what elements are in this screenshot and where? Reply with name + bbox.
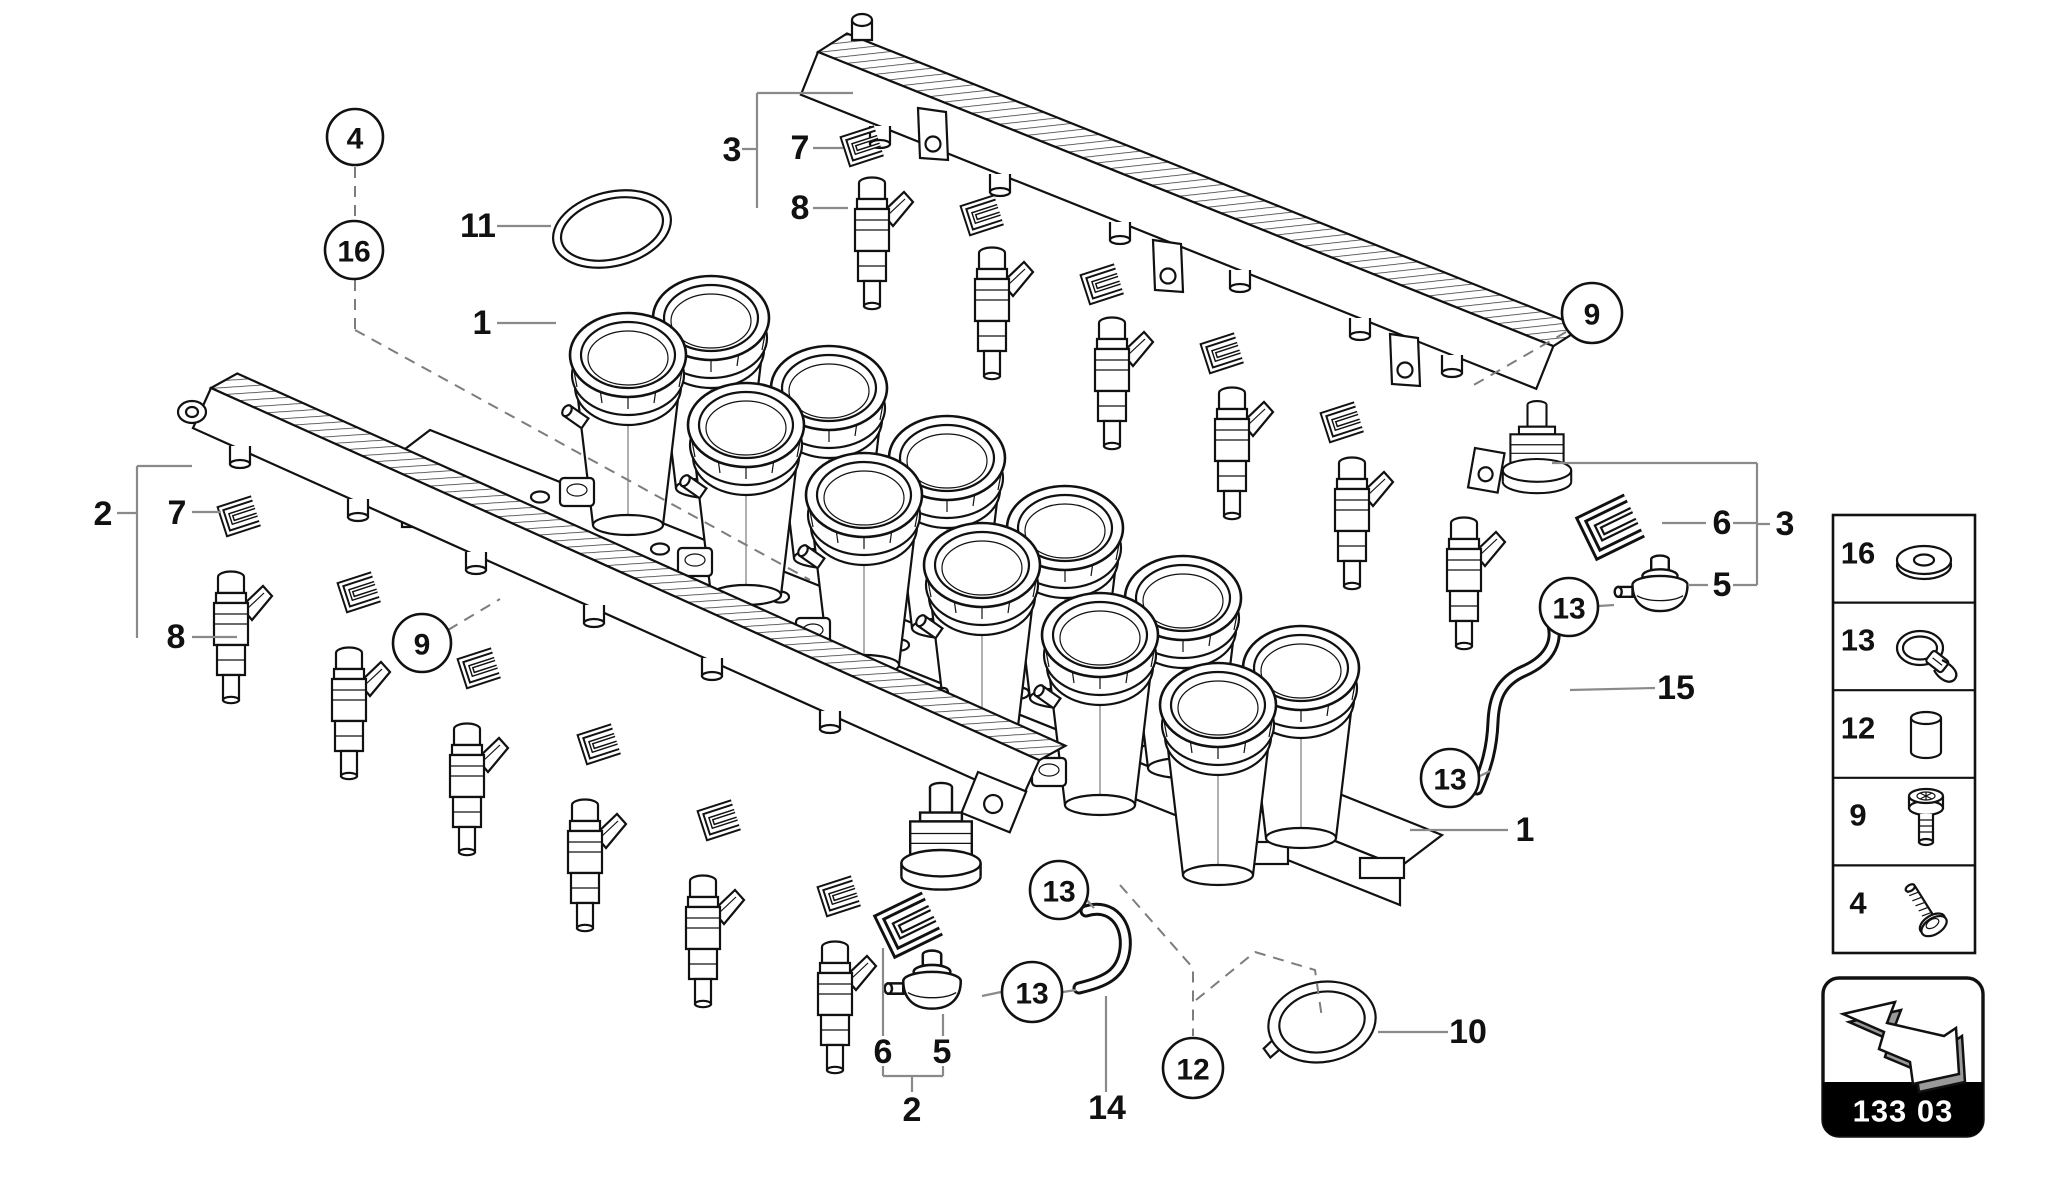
legend-row-9: 9 <box>1849 787 1945 847</box>
fuel-rail-top <box>799 12 1585 495</box>
svg-text:13: 13 <box>1433 764 1466 797</box>
svg-text:13: 13 <box>1552 593 1585 626</box>
back-arrow-icon <box>1839 1000 1967 1094</box>
gasket-10 <box>1262 980 1377 1064</box>
o-ring-seal-11 <box>551 189 673 269</box>
pressure-regulator-right <box>1613 554 1689 613</box>
assembly-dash-lines <box>354 167 1567 1036</box>
rail-clip-6-bottom <box>879 896 941 953</box>
callout-11: 11 <box>460 207 496 245</box>
callout-circle-13-b: 13 <box>1000 960 1064 1024</box>
fuel-injector <box>1213 386 1275 521</box>
callout-7-top: 7 <box>791 129 810 167</box>
svg-text:9: 9 <box>1584 299 1601 332</box>
socket-bolt-icon <box>1907 787 1945 847</box>
callout-circle-13-d: 13 <box>1419 747 1481 809</box>
svg-text:9: 9 <box>1849 798 1866 833</box>
callout-6-right: 6 <box>1713 504 1732 542</box>
callout-circle-13-c: 13 <box>1538 576 1600 638</box>
fuel-injector <box>330 646 392 781</box>
fuel-injector <box>448 722 510 857</box>
fuel-injector <box>853 176 915 311</box>
page-code-box: 133 03 <box>1821 976 1985 1138</box>
vent-hose-15 <box>1470 608 1561 796</box>
callout-2-left: 2 <box>94 495 113 533</box>
hose-clamp-icon <box>1895 629 1958 683</box>
svg-text:16: 16 <box>337 236 370 269</box>
callout-circle-12: 12 <box>1161 1036 1225 1100</box>
callout-3-top: 3 <box>723 131 742 169</box>
callout-leader-lines <box>117 91 1770 1092</box>
callout-circle-9-right: 9 <box>1560 281 1624 345</box>
legend-row-4: 4 <box>1849 883 1948 938</box>
callout-8-top: 8 <box>791 189 810 227</box>
fuel-injector <box>566 798 628 933</box>
fuel-injector <box>1093 316 1155 451</box>
rail-clip-6-right <box>1581 498 1643 555</box>
svg-text:13: 13 <box>1841 623 1875 658</box>
callout-10: 10 <box>1449 1013 1487 1051</box>
callout-7-left: 7 <box>168 494 187 532</box>
svg-text:16: 16 <box>1841 536 1875 571</box>
callout-circle-16: 16 <box>323 219 385 281</box>
legend-row-16: 16 <box>1841 536 1953 581</box>
svg-text:12: 12 <box>1841 711 1875 746</box>
intake-manifold-body <box>385 274 1445 907</box>
legend-row-13: 13 <box>1841 623 1958 683</box>
svg-text:4: 4 <box>1849 886 1867 921</box>
callout-2-bottom: 2 <box>903 1091 922 1129</box>
callout-14: 14 <box>1088 1089 1126 1127</box>
vent-hose-14 <box>1072 902 1132 995</box>
callout-6-bottom: 6 <box>874 1033 893 1071</box>
page-code-label: 133 03 <box>1853 1094 1954 1129</box>
svg-text:4: 4 <box>347 123 364 156</box>
fuel-injector <box>684 874 746 1009</box>
washer-icon <box>1895 544 1953 581</box>
svg-text:12: 12 <box>1176 1054 1209 1087</box>
legend-table: 16 13 12 9 <box>1831 513 1977 955</box>
bushing-icon <box>1909 710 1943 760</box>
callout-1-right: 1 <box>1516 811 1535 849</box>
legend-row-12: 12 <box>1841 710 1943 760</box>
callout-circle-13-a: 13 <box>1028 859 1090 921</box>
callout-5-bottom: 5 <box>933 1033 952 1071</box>
fuel-rail-left <box>176 372 1068 891</box>
screw-icon <box>1904 883 1948 938</box>
svg-text:13: 13 <box>1042 876 1075 909</box>
fuel-injector <box>973 246 1035 381</box>
svg-text:9: 9 <box>414 629 431 662</box>
callout-15: 15 <box>1657 669 1695 707</box>
callout-1-left: 1 <box>473 304 492 342</box>
callout-circle-4: 4 <box>325 107 385 167</box>
fuel-injector <box>816 940 878 1075</box>
fuel-damper-right <box>1501 400 1573 495</box>
callout-circle-9-left: 9 <box>391 612 453 674</box>
pressure-regulator-bottom <box>883 949 963 1010</box>
svg-text:13: 13 <box>1015 978 1048 1011</box>
callout-3-right: 3 <box>1776 505 1795 543</box>
fuel-injector <box>1445 516 1507 651</box>
callout-5-right: 5 <box>1713 566 1732 604</box>
fuel-injector <box>1333 456 1395 591</box>
callout-8-left: 8 <box>167 618 186 656</box>
